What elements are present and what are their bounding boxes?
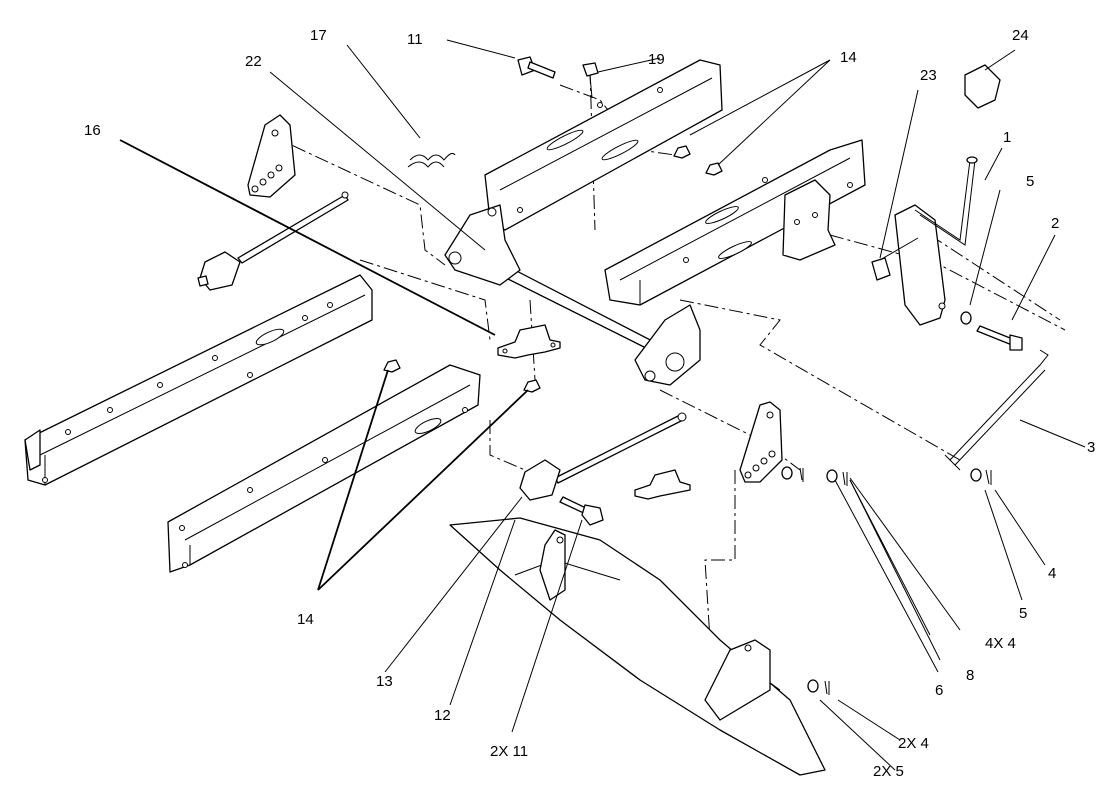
washers-and-pins [781,311,992,695]
lower-adjuster-rod [519,412,687,501]
callout-5-upper: 5 [1026,173,1034,190]
callout-3: 3 [1087,439,1095,456]
upper-cross-member [604,139,866,306]
left-pivot-plate [247,114,296,198]
left-frame-rail [24,274,373,486]
callout-8: 8 [966,667,974,684]
callout-14-upper: 14 [840,49,857,66]
callout-1: 1 [1003,129,1011,146]
upper-channel-bracket [484,59,723,231]
callout-17: 17 [310,27,327,44]
callout-23: 23 [920,67,937,84]
callout-24: 24 [1012,27,1029,44]
link-rod [944,349,1049,471]
callout-19: 19 [648,51,665,68]
callout-labels: 1 2 3 4 5 5 6 8 4X 4 11 12 13 14 14 16 1… [84,27,1095,780]
bolt-right [976,325,1023,351]
callout-2x5: 2X 5 [873,763,904,780]
assembly-centerlines [269,69,1066,691]
callout-2: 2 [1051,215,1059,232]
spring [407,152,456,168]
cross-shaft [444,204,701,386]
callout-16: 16 [84,122,101,139]
right-pivot-plate [739,401,783,483]
callout-6: 6 [935,682,943,699]
saddle-clamp-lower [634,469,691,500]
bolt-lower [559,496,604,526]
left-adjuster-rod [197,191,349,291]
saddle-clamp-upper [497,324,561,359]
callout-22: 22 [245,53,262,70]
callout-14-lower: 14 [297,611,314,628]
lower-frame-rail [167,364,481,573]
mower-deck [449,517,826,776]
leader-lines [119,39,1086,771]
callout-11: 11 [407,31,423,48]
callout-2x4: 2X 4 [898,735,929,752]
bolts-top [517,56,599,99]
mounting-bracket [782,179,836,261]
callout-2x11: 2X 11 [490,743,528,760]
lever-assembly [871,64,1001,326]
callout-13: 13 [376,673,393,690]
callout-12: 12 [434,707,451,724]
callout-5-lower: 5 [1019,605,1027,622]
callout-4x4: 4X 4 [985,635,1016,652]
callout-4: 4 [1048,565,1056,582]
nuts [383,145,723,393]
